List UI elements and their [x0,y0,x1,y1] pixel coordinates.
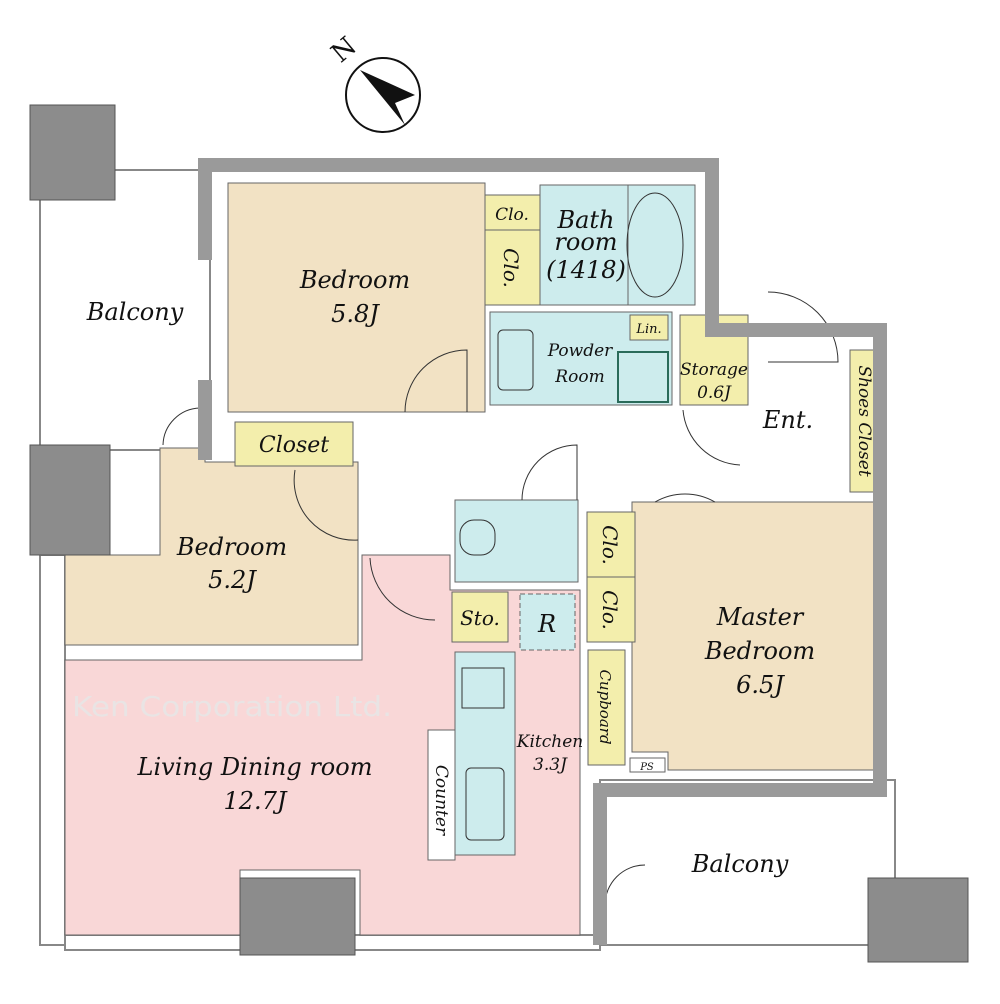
closet-bedroom2 [234,421,354,467]
fridge-space [519,593,576,651]
kitchen-counter-unit [454,651,516,856]
closet-label: Closet [259,433,329,458]
shoes-closet-label: Shoes Closet [854,365,874,476]
storage-label: Storage [680,360,748,380]
kitchen-sink-icon [465,767,505,841]
bedroom2-label: Bedroom [176,533,287,561]
clo-label-d: Clo. [598,590,622,630]
room-bath [539,184,696,306]
exterior-wall [198,158,887,945]
bedroom1-size: 5.8J [331,300,380,328]
door-entrance [767,291,839,363]
master-label-2: Bedroom [704,637,815,665]
room-bedroom-1 [227,182,486,413]
clo-label-b: Clo. [499,248,523,288]
storage-size: 0.6J [697,383,732,403]
sto-closet [451,591,509,643]
bath-label-1: Bath [556,206,614,234]
pipe-space [629,757,666,773]
bathtub-icon [626,192,684,298]
bedroom2-size: 5.2J [208,566,257,594]
door-storage [682,409,741,466]
column-mid-left [29,444,111,556]
door-living [369,557,436,621]
balcony-bottom-label: Balcony [691,850,789,878]
powder-label-1: Powder [547,341,613,361]
column-bottom [239,877,356,956]
compass-icon: N [326,31,421,133]
door-balcony [162,407,201,446]
fridge-label: R [537,610,556,638]
balcony-left-label: Balcony [86,298,184,326]
toilet-icon [459,519,496,556]
door-bedroom1 [404,349,468,413]
window-frame-left [39,554,66,946]
cupboard [587,649,626,766]
room-bedroom-2 [64,447,359,646]
cupboard-label: Cupboard [596,669,614,744]
room-master-bedroom [631,501,886,771]
counter [427,729,456,861]
powder-label-2: Room [554,367,604,387]
column-bottom-right [867,877,969,963]
washing-machine-icon [617,351,669,403]
linen-closet [629,314,669,341]
column-top-left [29,104,116,201]
bedroom1-label: Bedroom [299,266,410,294]
master-label-1: Master [716,603,805,631]
clo-label-a: Clo. [495,205,529,225]
sto-label: Sto. [460,606,500,630]
bath-size: (1418) [546,256,626,284]
balcony-left-area [39,169,211,451]
door-master [654,493,716,503]
living-size: 12.7J [223,787,287,815]
entrance-label: Ent. [762,406,813,434]
bath-label-2: room [554,228,617,256]
ps-label: PS [639,762,654,773]
stove-icon [461,667,505,709]
balcony-bottom-area [599,779,896,946]
room-toilet [454,499,579,583]
kitchen-label: Kitchen [516,732,583,752]
living-label: Living Dining room [137,753,373,781]
door-bedroom2 [293,469,359,541]
master-size: 6.5J [736,671,785,699]
compass-north-label: N [326,31,363,69]
sink-icon [497,329,534,391]
clo-label-c: Clo. [598,525,622,565]
counter-label: Counter [431,765,451,836]
door-toilet [521,444,578,501]
linen-label: Lin. [635,322,661,337]
kitchen-size: 3.3J [533,755,568,775]
closet-bedroom1 [484,194,541,306]
watermark: Ken Corporation Ltd. [72,690,392,723]
